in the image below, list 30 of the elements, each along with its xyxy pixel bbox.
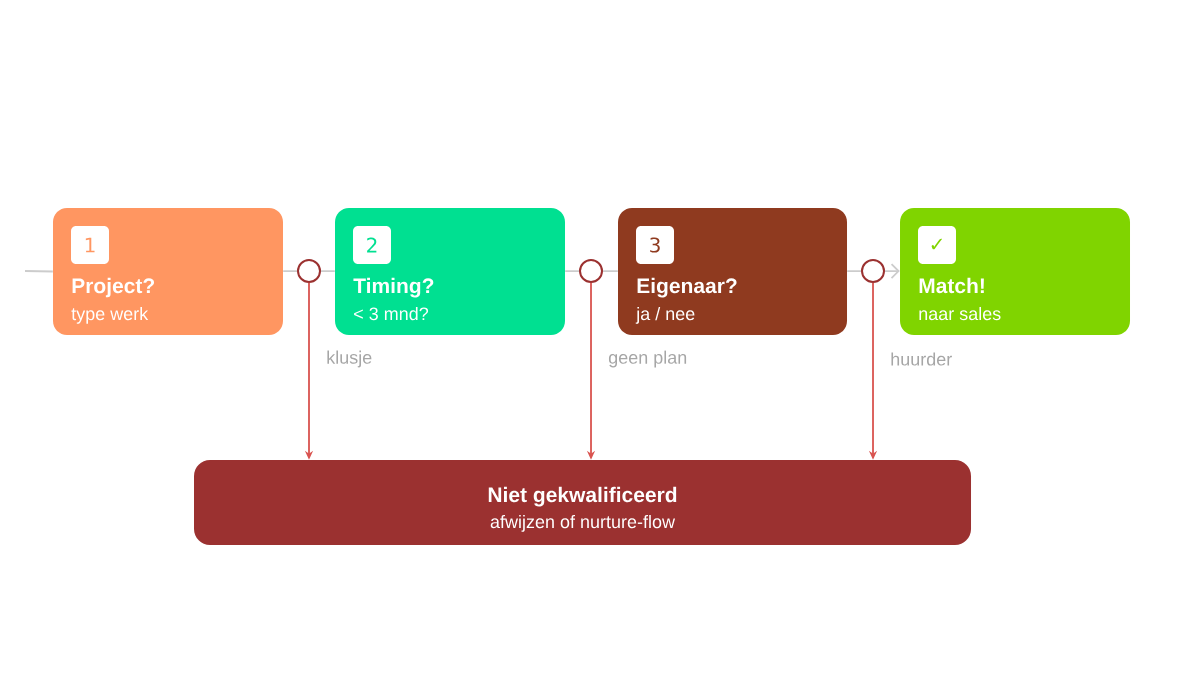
decision-circle xyxy=(579,259,603,283)
edge-label: geen plan xyxy=(608,350,687,368)
step-title: Match! xyxy=(919,277,984,294)
step-title: Eigenaar? xyxy=(637,277,737,298)
step-subtitle: ja / nee xyxy=(635,306,695,324)
step-subtitle: type werk xyxy=(71,306,149,324)
step-subtitle: naar sales xyxy=(919,306,1001,321)
number-badge: 1 xyxy=(71,226,109,264)
decision-circle xyxy=(297,259,321,283)
step-box xyxy=(900,208,1130,335)
step-title: Timing? xyxy=(353,277,434,298)
step-subtitle: < 3 mnd? xyxy=(354,306,429,321)
step-box xyxy=(335,208,565,335)
edge-label: huurder xyxy=(891,352,952,366)
connector xyxy=(846,270,862,272)
number-badge: ✓ xyxy=(918,226,956,264)
connector xyxy=(602,270,619,272)
number-badge: 2 xyxy=(353,226,391,264)
connector xyxy=(282,270,298,272)
step-box xyxy=(618,208,847,335)
step-box xyxy=(53,208,283,335)
outcome-box: Niet gekwalificeerd afwijzen of nurture-flow xyxy=(194,460,971,545)
connector xyxy=(320,270,336,272)
connector xyxy=(24,270,54,273)
decision-circle xyxy=(861,259,885,283)
step-title: Project? xyxy=(72,277,154,298)
connector xyxy=(564,270,580,272)
connector xyxy=(884,263,900,279)
edge-label: klusje xyxy=(327,350,372,368)
number-badge: 3 xyxy=(636,226,674,264)
